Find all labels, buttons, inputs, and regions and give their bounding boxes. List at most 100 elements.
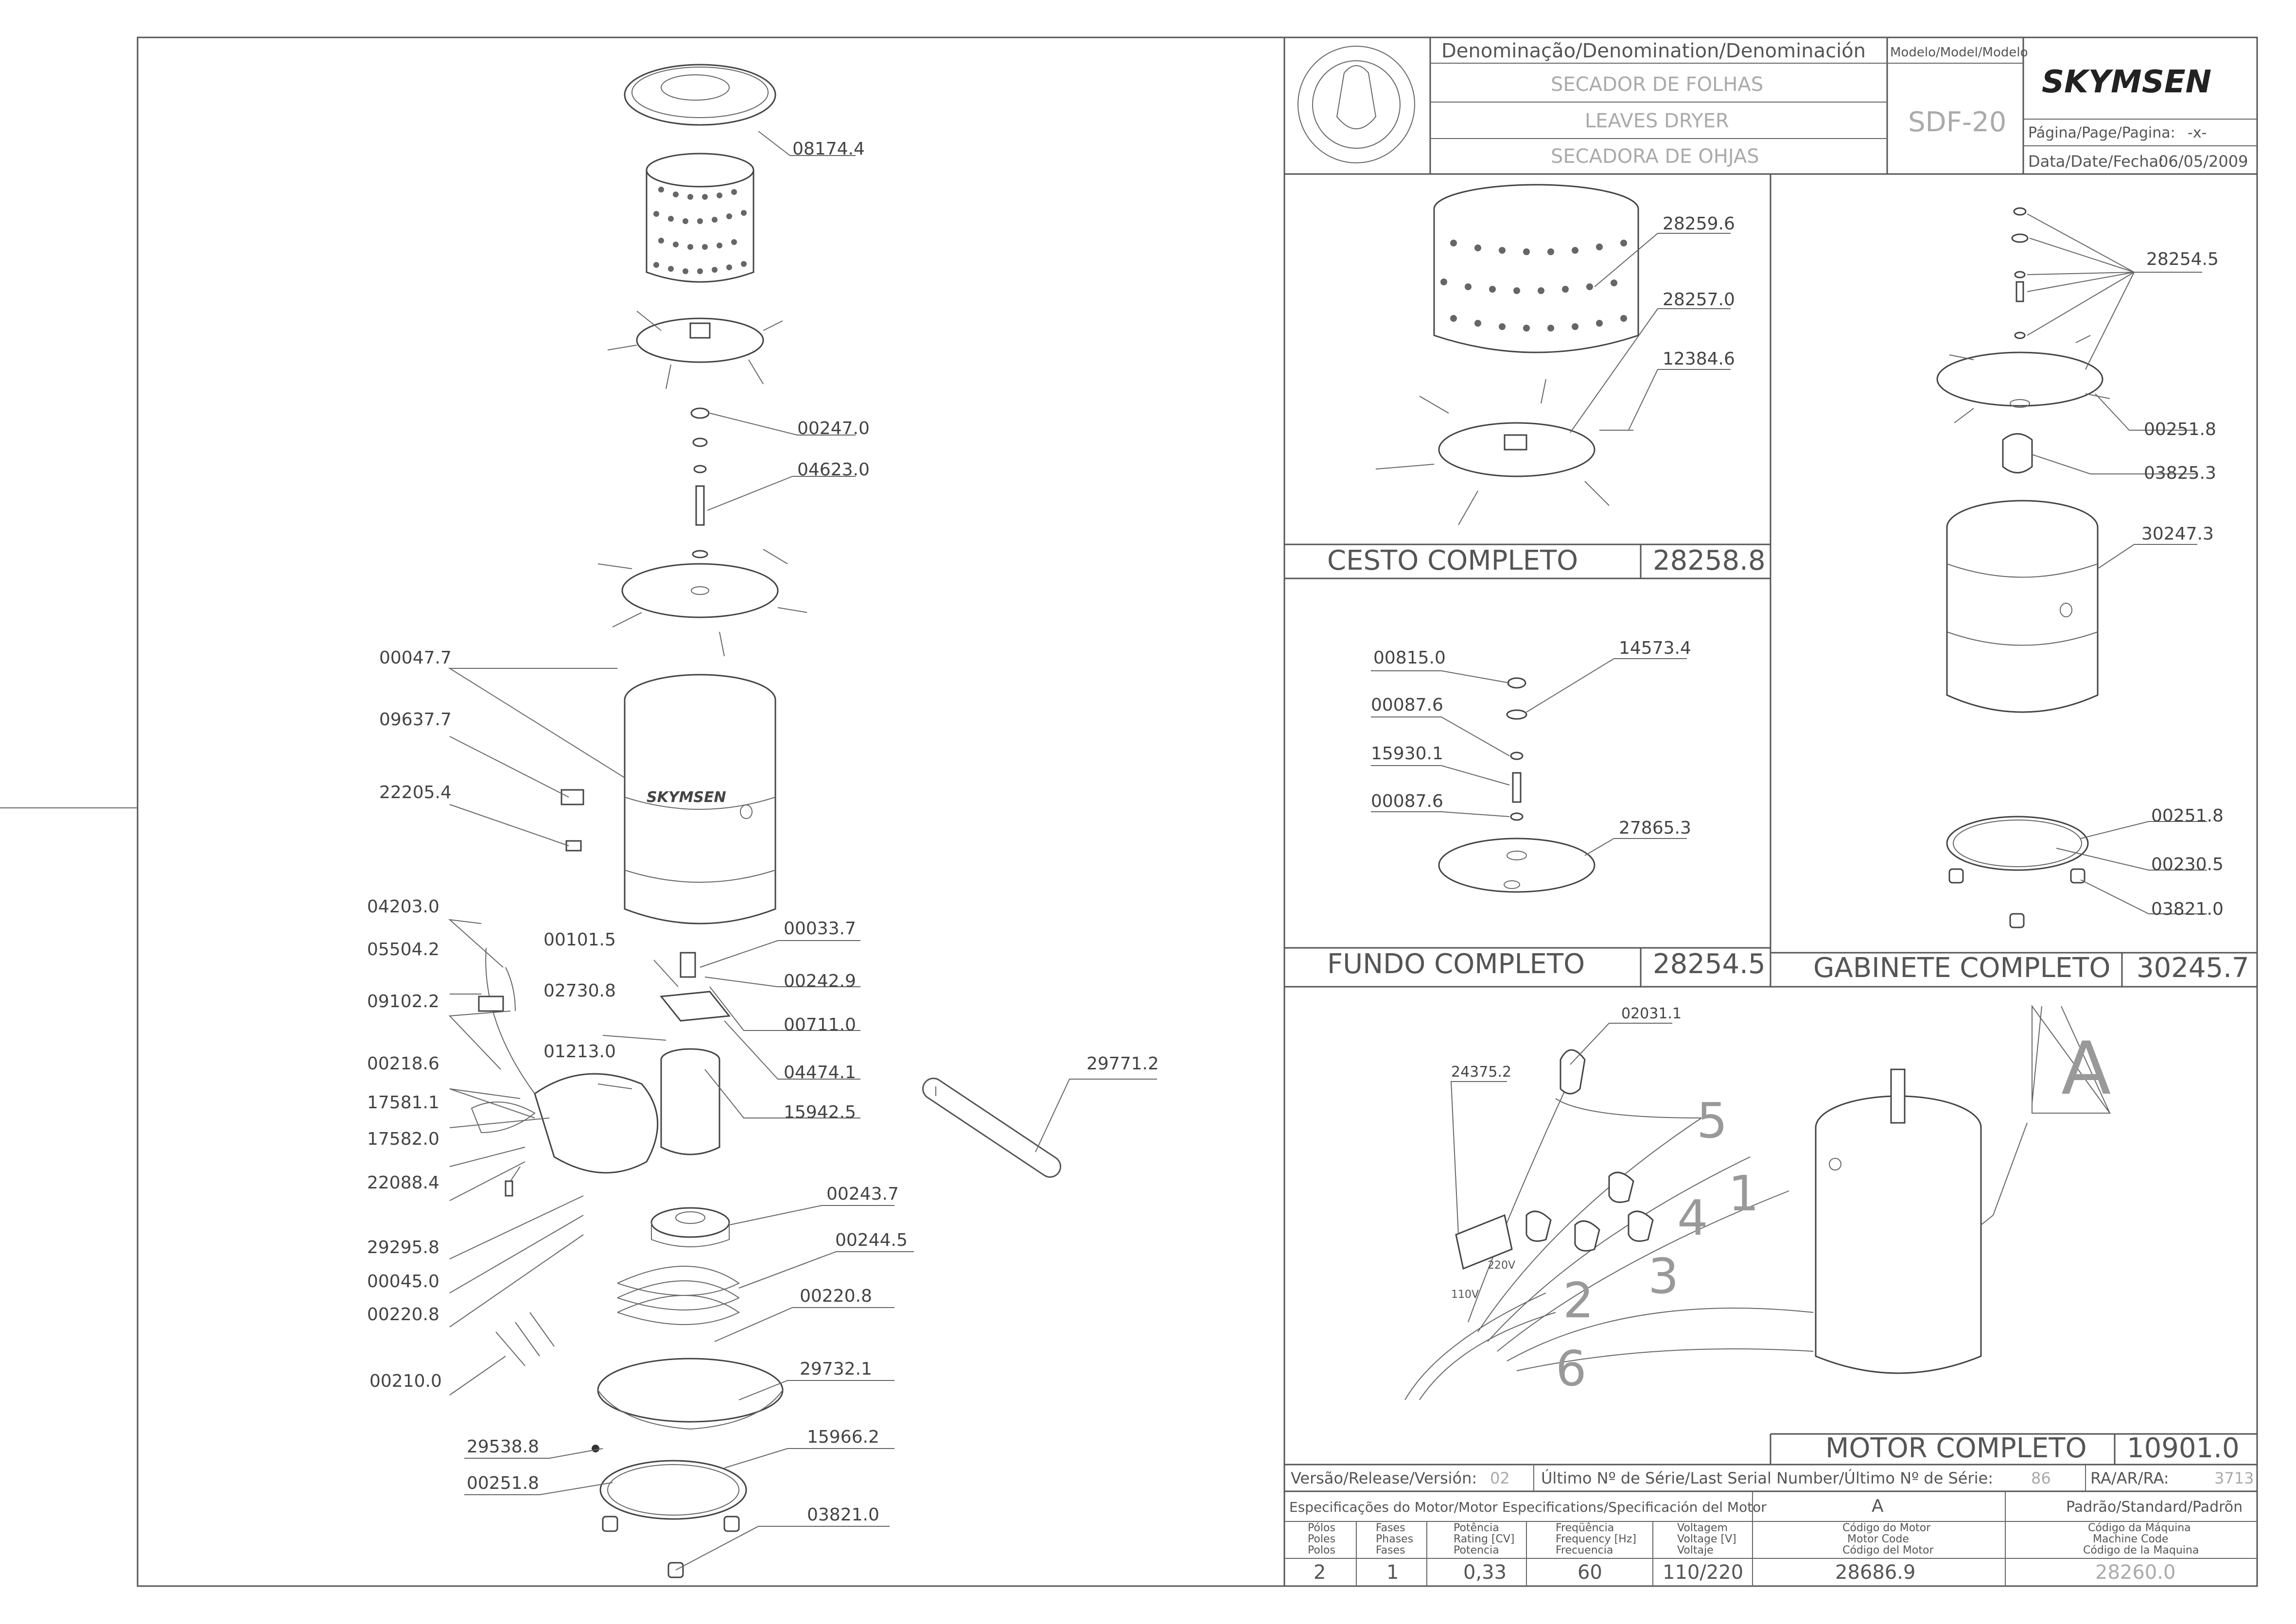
part-label: 00218.6 — [367, 1054, 439, 1074]
ra-label: RA/AR/RA: — [2090, 1469, 2169, 1487]
part-label: 12384.6 — [1663, 349, 1735, 369]
wire-number: 4 — [1677, 1189, 1708, 1246]
col-value: 0,33 — [1463, 1561, 1507, 1584]
motor-title: MOTOR COMPLETO — [1825, 1432, 2087, 1464]
part-label: 01213.0 — [543, 1042, 616, 1062]
fundo-assembly: 00815.0 14573.4 00087.6 15930.1 00087.6 … — [1284, 638, 2257, 988]
part-label: 03821.0 — [807, 1505, 879, 1525]
part-label: 22205.4 — [379, 783, 452, 803]
col-label: Fases — [1376, 1544, 1405, 1556]
part-label: 00244.5 — [835, 1230, 908, 1250]
standard-label: Padrão/Standard/Padrõn — [2066, 1499, 2243, 1516]
part-label: 15942.5 — [784, 1102, 856, 1122]
denomination-es: SECADORA DE OHJAS — [1551, 145, 1759, 168]
part-label: 29771.2 — [1087, 1054, 1159, 1074]
part-label: 00251.8 — [2144, 419, 2216, 439]
denomination-en: LEAVES DRYER — [1585, 110, 1729, 132]
gabinete-title: GABINETE COMPLETO — [1813, 952, 2110, 984]
part-label: 17582.0 — [367, 1129, 439, 1149]
cesto-code: 28258.8 — [1653, 545, 1766, 576]
part-label: 27865.3 — [1619, 818, 1691, 838]
part-label: 00251.8 — [467, 1473, 539, 1493]
cesto-title: CESTO COMPLETO — [1327, 545, 1578, 576]
col-label: Potência — [1454, 1522, 1499, 1534]
model-value: SDF-20 — [1908, 106, 2006, 138]
col-value: 60 — [1577, 1561, 1602, 1584]
col-label: Polos — [1308, 1544, 1335, 1556]
wire-number: 5 — [1697, 1092, 1728, 1149]
technical-assistance-seal — [1297, 46, 1415, 163]
part-label: 02031.1 — [1621, 1005, 1682, 1022]
part-label: 00251.8 — [2151, 806, 2224, 826]
col-label: Código del Motor — [1842, 1544, 1934, 1556]
part-label: 29538.8 — [467, 1437, 539, 1457]
denomination-label: Denominação/Denomination/Denominación — [1441, 40, 1866, 62]
col-label: Código de la Maquina — [2083, 1544, 2199, 1556]
spec-code: A — [1872, 1496, 1884, 1516]
part-label: 00087.6 — [1371, 695, 1443, 715]
part-label: 28257.0 — [1663, 290, 1735, 310]
part-label: 03825.3 — [2144, 463, 2216, 483]
part-label: 00101.5 — [543, 930, 616, 950]
main-part-labels: 08174.4 00247.0 04623.0 00047.7 09637.7 … — [367, 139, 1159, 1525]
motor-code: 10901.0 — [2127, 1432, 2240, 1464]
part-label: 00047.7 — [379, 648, 452, 668]
part-label: 04623.0 — [797, 460, 870, 480]
col-label: Frecuencia — [1556, 1544, 1613, 1556]
serial-value: 86 — [2031, 1469, 2051, 1487]
col-label: Motor Code — [1847, 1533, 1909, 1545]
drawing-frame — [137, 36, 2258, 1587]
main-exploded-view: SKYMSEN — [448, 64, 1157, 1578]
wire-number: 1 — [1728, 1165, 1759, 1222]
part-label: 04474.1 — [784, 1063, 856, 1083]
part-label: 08174.4 — [792, 139, 865, 159]
col-label: Freqüência — [1556, 1522, 1614, 1534]
col-label: Código da Máquina — [2088, 1522, 2191, 1534]
part-label: 30247.3 — [2141, 524, 2214, 544]
part-label: 00045.0 — [367, 1272, 439, 1292]
part-label: 00230.5 — [2151, 855, 2224, 874]
part-label: 22088.4 — [367, 1173, 439, 1193]
gabinete-assembly: 28254.5 00251.8 03825.3 30247.3 00251.8 … — [1770, 207, 2257, 987]
part-label: 29295.8 — [367, 1238, 439, 1257]
version-label: Versão/Release/Versión: — [1291, 1469, 1477, 1487]
svg-text:SKYMSEN: SKYMSEN — [647, 789, 726, 806]
wire-number: 6 — [1556, 1340, 1587, 1397]
col-label: Phases — [1376, 1533, 1413, 1545]
part-label: 04203.0 — [367, 897, 439, 917]
part-label: 05504.2 — [367, 940, 439, 960]
col-label: Código do Motor — [1842, 1522, 1931, 1534]
part-label: 24375.2 — [1451, 1064, 1511, 1081]
col-value: 28260.0 — [2095, 1561, 2175, 1584]
wire-number: 3 — [1648, 1248, 1679, 1305]
part-label: 29732.1 — [800, 1359, 872, 1379]
part-label: 09102.2 — [367, 992, 439, 1012]
part-label: 28254.5 — [2146, 249, 2219, 269]
part-label: 00220.8 — [367, 1305, 439, 1325]
part-label: 00247.0 — [797, 419, 870, 438]
part-label: 02730.8 — [543, 981, 616, 1001]
col-value: 1 — [1386, 1561, 1399, 1584]
part-label: 17581.1 — [367, 1093, 439, 1113]
gabinete-code: 30245.7 — [2137, 952, 2249, 984]
voltage-220: 220V — [1488, 1259, 1515, 1272]
model-label: Modelo/Model/Modelo — [1890, 45, 2028, 60]
motor-callout-letter: A — [2061, 1027, 2111, 1111]
date-value: 06/05/2009 — [2158, 152, 2248, 171]
title-block: Denominação/Denomination/Denominación SE… — [1284, 37, 2257, 175]
part-label: 00210.0 — [369, 1371, 442, 1391]
voltage-110: 110V — [1451, 1289, 1479, 1301]
col-value: 110/220 — [1663, 1561, 1743, 1584]
ra-value: 3713 — [2214, 1469, 2254, 1487]
motor-assembly: A 220V 110V 5 1 4 3 2 6 02031.1 24375.2 … — [1404, 1004, 2257, 1465]
col-label: Machine Code — [2093, 1533, 2168, 1545]
denomination-pt: SECADOR DE FOLHAS — [1551, 73, 1763, 96]
col-label: Voltaje — [1677, 1544, 1714, 1556]
col-label: Voltage [V] — [1677, 1533, 1736, 1545]
col-label: Fases — [1376, 1522, 1405, 1534]
part-label: 28259.6 — [1663, 214, 1735, 234]
wire-number: 2 — [1563, 1272, 1594, 1329]
brand-logo: SKYMSEN — [2042, 64, 2211, 100]
motor-spec-label: Especificações do Motor/Motor Especifica… — [1289, 1499, 1767, 1515]
